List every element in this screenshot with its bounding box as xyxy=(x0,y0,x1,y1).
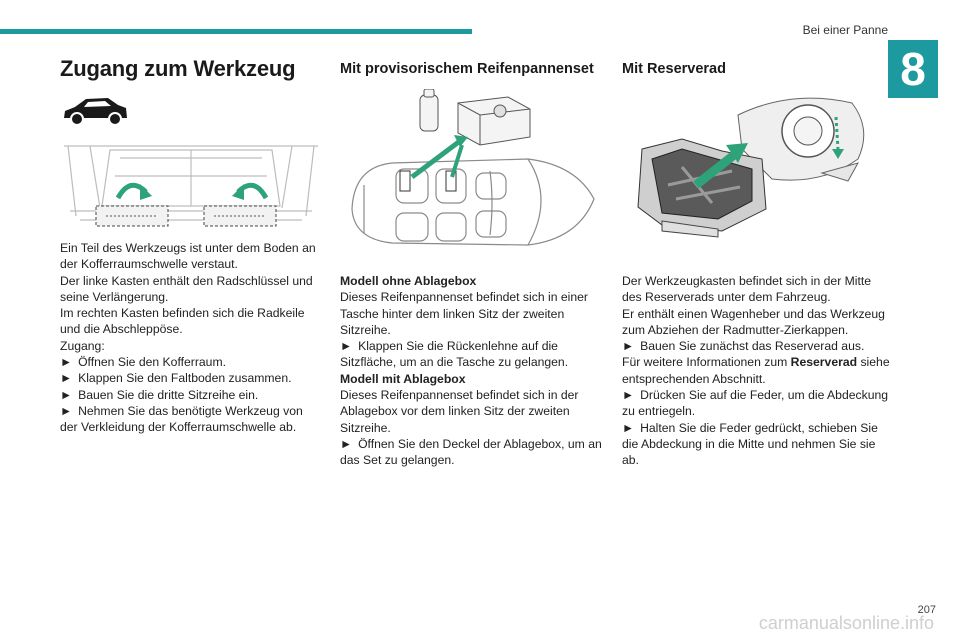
bullet-arrow-icon: ► xyxy=(60,371,73,386)
bullet-arrow-icon: ► xyxy=(340,436,353,451)
subheading: Modell mit Ablagebox xyxy=(340,371,466,386)
step-item: ►Klappen Sie die Rückenlehne auf die Sit… xyxy=(340,339,569,370)
repair-kit-location-illustration xyxy=(351,89,595,246)
car-silhouette-icon xyxy=(64,98,127,126)
paragraph: Für weitere Informationen zum Reserverad… xyxy=(622,355,890,386)
watermark: carmanualsonline.info xyxy=(758,613,934,633)
paragraph: Im rechten Kasten befinden sich die Radk… xyxy=(60,306,305,337)
chapter-number: 8 xyxy=(888,40,938,98)
paragraph: Dieses Reifenpannenset befindet sich in … xyxy=(340,290,588,337)
paragraph: Er enthält einen Wagenheber und das Werk… xyxy=(622,306,885,337)
column-tool-access: Zugang zum Werkzeug Ein Teil des Werkzeu… xyxy=(60,56,322,436)
step-item: ►Öffnen Sie den Kofferraum. xyxy=(60,355,226,370)
heading-repair-kit: Mit provisorischem Reifenpannenset xyxy=(340,61,594,77)
step-item: ►Drücken Sie auf die Feder, um die Abdec… xyxy=(622,388,889,419)
paragraph: Der linke Kasten enthält den Radschlüsse… xyxy=(60,273,313,304)
page-number: 207 xyxy=(917,604,936,616)
spare-wheel-reference: Reserverad xyxy=(790,355,858,370)
paragraph: Ein Teil des Werkzeugs ist unter dem Bod… xyxy=(60,241,316,272)
section-title: Bei einer Panne xyxy=(802,23,888,37)
bullet-arrow-icon: ► xyxy=(622,339,635,354)
heading-spare-wheel: Mit Reserverad xyxy=(622,61,726,77)
bullet-arrow-icon: ► xyxy=(622,420,635,435)
bullet-arrow-icon: ► xyxy=(60,387,73,402)
paragraph: Der Werkzeugkasten befindet sich in der … xyxy=(622,274,872,305)
spare-wheel-toolbox-illustration xyxy=(637,97,865,238)
paragraph: Dieses Reifenpannenset befindet sich in … xyxy=(340,388,579,435)
column-spare-wheel: Mit Reserverad Der Werkzeugkasten befind… xyxy=(622,56,890,469)
header-accent-bar xyxy=(0,29,472,34)
bullet-arrow-icon: ► xyxy=(622,388,635,403)
bullet-arrow-icon: ► xyxy=(60,355,73,370)
column-repair-kit: Mit provisorischem Reifenpannenset xyxy=(340,56,608,469)
step-item: ►Halten Sie die Feder gedrückt, schieben… xyxy=(622,420,878,468)
paragraph: Zugang: xyxy=(60,338,105,353)
step-item: ►Öffnen Sie den Deckel der Ablagebox, um… xyxy=(340,436,602,468)
trunk-tool-boxes-illustration xyxy=(64,145,318,227)
subheading: Modell ohne Ablagebox xyxy=(340,274,477,288)
bullet-arrow-icon: ► xyxy=(340,339,353,354)
step-item: ►Klappen Sie den Faltboden zusammen. xyxy=(60,371,292,386)
step-item: ►Bauen Sie die dritte Sitzreihe ein. xyxy=(60,387,259,402)
bullet-arrow-icon: ► xyxy=(60,403,73,418)
step-item: ►Bauen Sie zunächst das Reserverad aus. xyxy=(622,339,865,354)
heading-tool-access: Zugang zum Werkzeug xyxy=(60,56,296,81)
step-item: ►Nehmen Sie das benötigte Werkzeug von d… xyxy=(60,403,303,435)
